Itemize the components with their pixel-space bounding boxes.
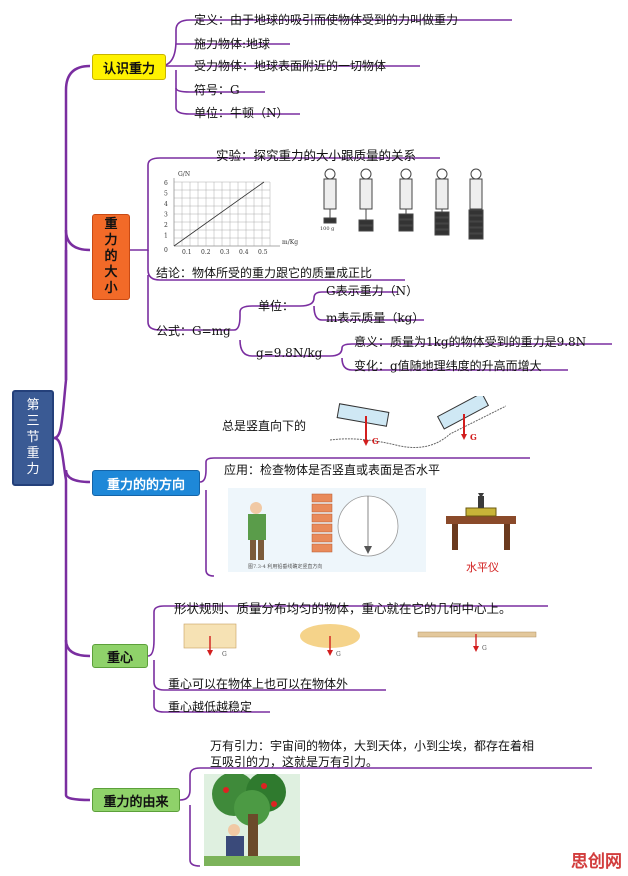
leaf-cog-location: 重心可以在物体上也可以在物体外	[168, 677, 349, 691]
watermark: 思创网	[571, 852, 622, 872]
graph-ytick: 6	[164, 180, 168, 187]
leaf-unit-label: 单位：	[258, 299, 295, 313]
graph-xtick: 0.4	[239, 249, 249, 256]
graph-ytick: 5	[164, 191, 168, 198]
node-center-of-gravity: 重心	[92, 644, 148, 668]
spring-scale	[358, 168, 374, 232]
level-label: 水平仪	[466, 561, 499, 574]
plumb-caption: 图7.3-4 利用铅垂线确定竖直方向	[248, 563, 322, 570]
node-gravity-magnitude: 重力的大小	[92, 214, 130, 300]
graph-ytick: 3	[164, 212, 168, 219]
mass-label: 100 g	[320, 226, 335, 232]
spring-scales-image: 100 g	[320, 168, 484, 240]
graph-xtick: 0.5	[258, 249, 268, 256]
leaf-unit-g: G表示重力（N）	[326, 284, 419, 298]
g-m-graph: G/N m/Kg 0 1 2 3 4 5 6 0.1 0.2 0.3 0.4 0.5	[164, 171, 298, 256]
graph-ylabel: G/N	[178, 171, 190, 178]
leaf-direction: 总是竖直向下的	[222, 419, 307, 433]
leaf-application: 应用：检查物体是否竖直或表面是否水平	[224, 463, 441, 477]
spring-scale	[434, 168, 450, 236]
leaf-unit-m: m表示质量（kg）	[326, 311, 425, 325]
g-mark: G	[482, 645, 487, 652]
graph-ytick: 2	[164, 222, 168, 229]
graph-origin: 0	[164, 247, 168, 254]
leaf-g-value: g=9.8N/kg	[256, 346, 323, 360]
graph-xtick: 0.2	[201, 249, 211, 256]
leaf-formula: 公式：G=mg	[156, 324, 231, 338]
graph-xtick: 0.1	[182, 249, 192, 256]
leaf-unit: 单位：牛顿（N）	[194, 106, 289, 120]
leaf-receiving-object: 受力物体：地球表面附近的一切物体	[194, 59, 387, 73]
leaf-exerting-object: 施力物体:地球	[194, 37, 271, 51]
graph-xtick: 0.3	[220, 249, 230, 256]
slope-blocks-image: G G	[330, 396, 506, 448]
g-mark: G	[336, 651, 341, 658]
level-image	[446, 493, 516, 550]
leaf-g-meaning: 意义：质量为1kg的物体受到的重力是9.8N	[354, 335, 587, 349]
leaf-universal-2: 互吸引的力，这就是万有引力。	[210, 755, 379, 769]
graph-ytick: 1	[164, 233, 168, 240]
g-m-line	[173, 181, 265, 247]
spring-scale	[323, 168, 337, 224]
leaf-g-change: 变化：g值随地理纬度的升高而增大	[354, 359, 542, 373]
leaf-definition: 定义：由于地球的吸引而使物体受到的力叫做重力	[194, 13, 459, 27]
leaf-conclusion: 结论：物体所受的重力跟它的质量成正比	[156, 266, 373, 280]
node-origin-of-gravity: 重力的由来	[92, 788, 180, 812]
g-mark: G	[222, 651, 227, 658]
leaf-cog-stability: 重心越低越稳定	[168, 700, 253, 714]
node-gravity-direction: 重力的的方向	[92, 470, 200, 496]
plumb-line-image: 图7.3-4 利用铅垂线确定竖直方向	[228, 488, 426, 572]
leaf-universal-1: 万有引力：宇宙间的物体，大到天体，小到尘埃，都存在着相	[210, 739, 535, 753]
g-mark: G	[470, 432, 477, 442]
newton-apple-image	[204, 774, 300, 866]
leaf-experiment: 实验：探究重力的大小跟质量的关系	[216, 148, 417, 163]
leaf-regular-object: 形状规则、质量分布均匀的物体，重心就在它的几何中心上。	[174, 601, 512, 616]
spring-scale	[398, 168, 414, 232]
graph-ytick: 4	[164, 201, 168, 208]
node-recognize-gravity: 认识重力	[92, 54, 166, 80]
g-mark: G	[372, 436, 379, 446]
cog-examples-image: G G G	[183, 623, 537, 658]
leaf-symbol: 符号：G	[194, 83, 240, 97]
root-node: 第三节重力	[12, 390, 54, 486]
graph-xlabel: m/Kg	[282, 239, 298, 246]
spring-scale	[468, 168, 484, 240]
